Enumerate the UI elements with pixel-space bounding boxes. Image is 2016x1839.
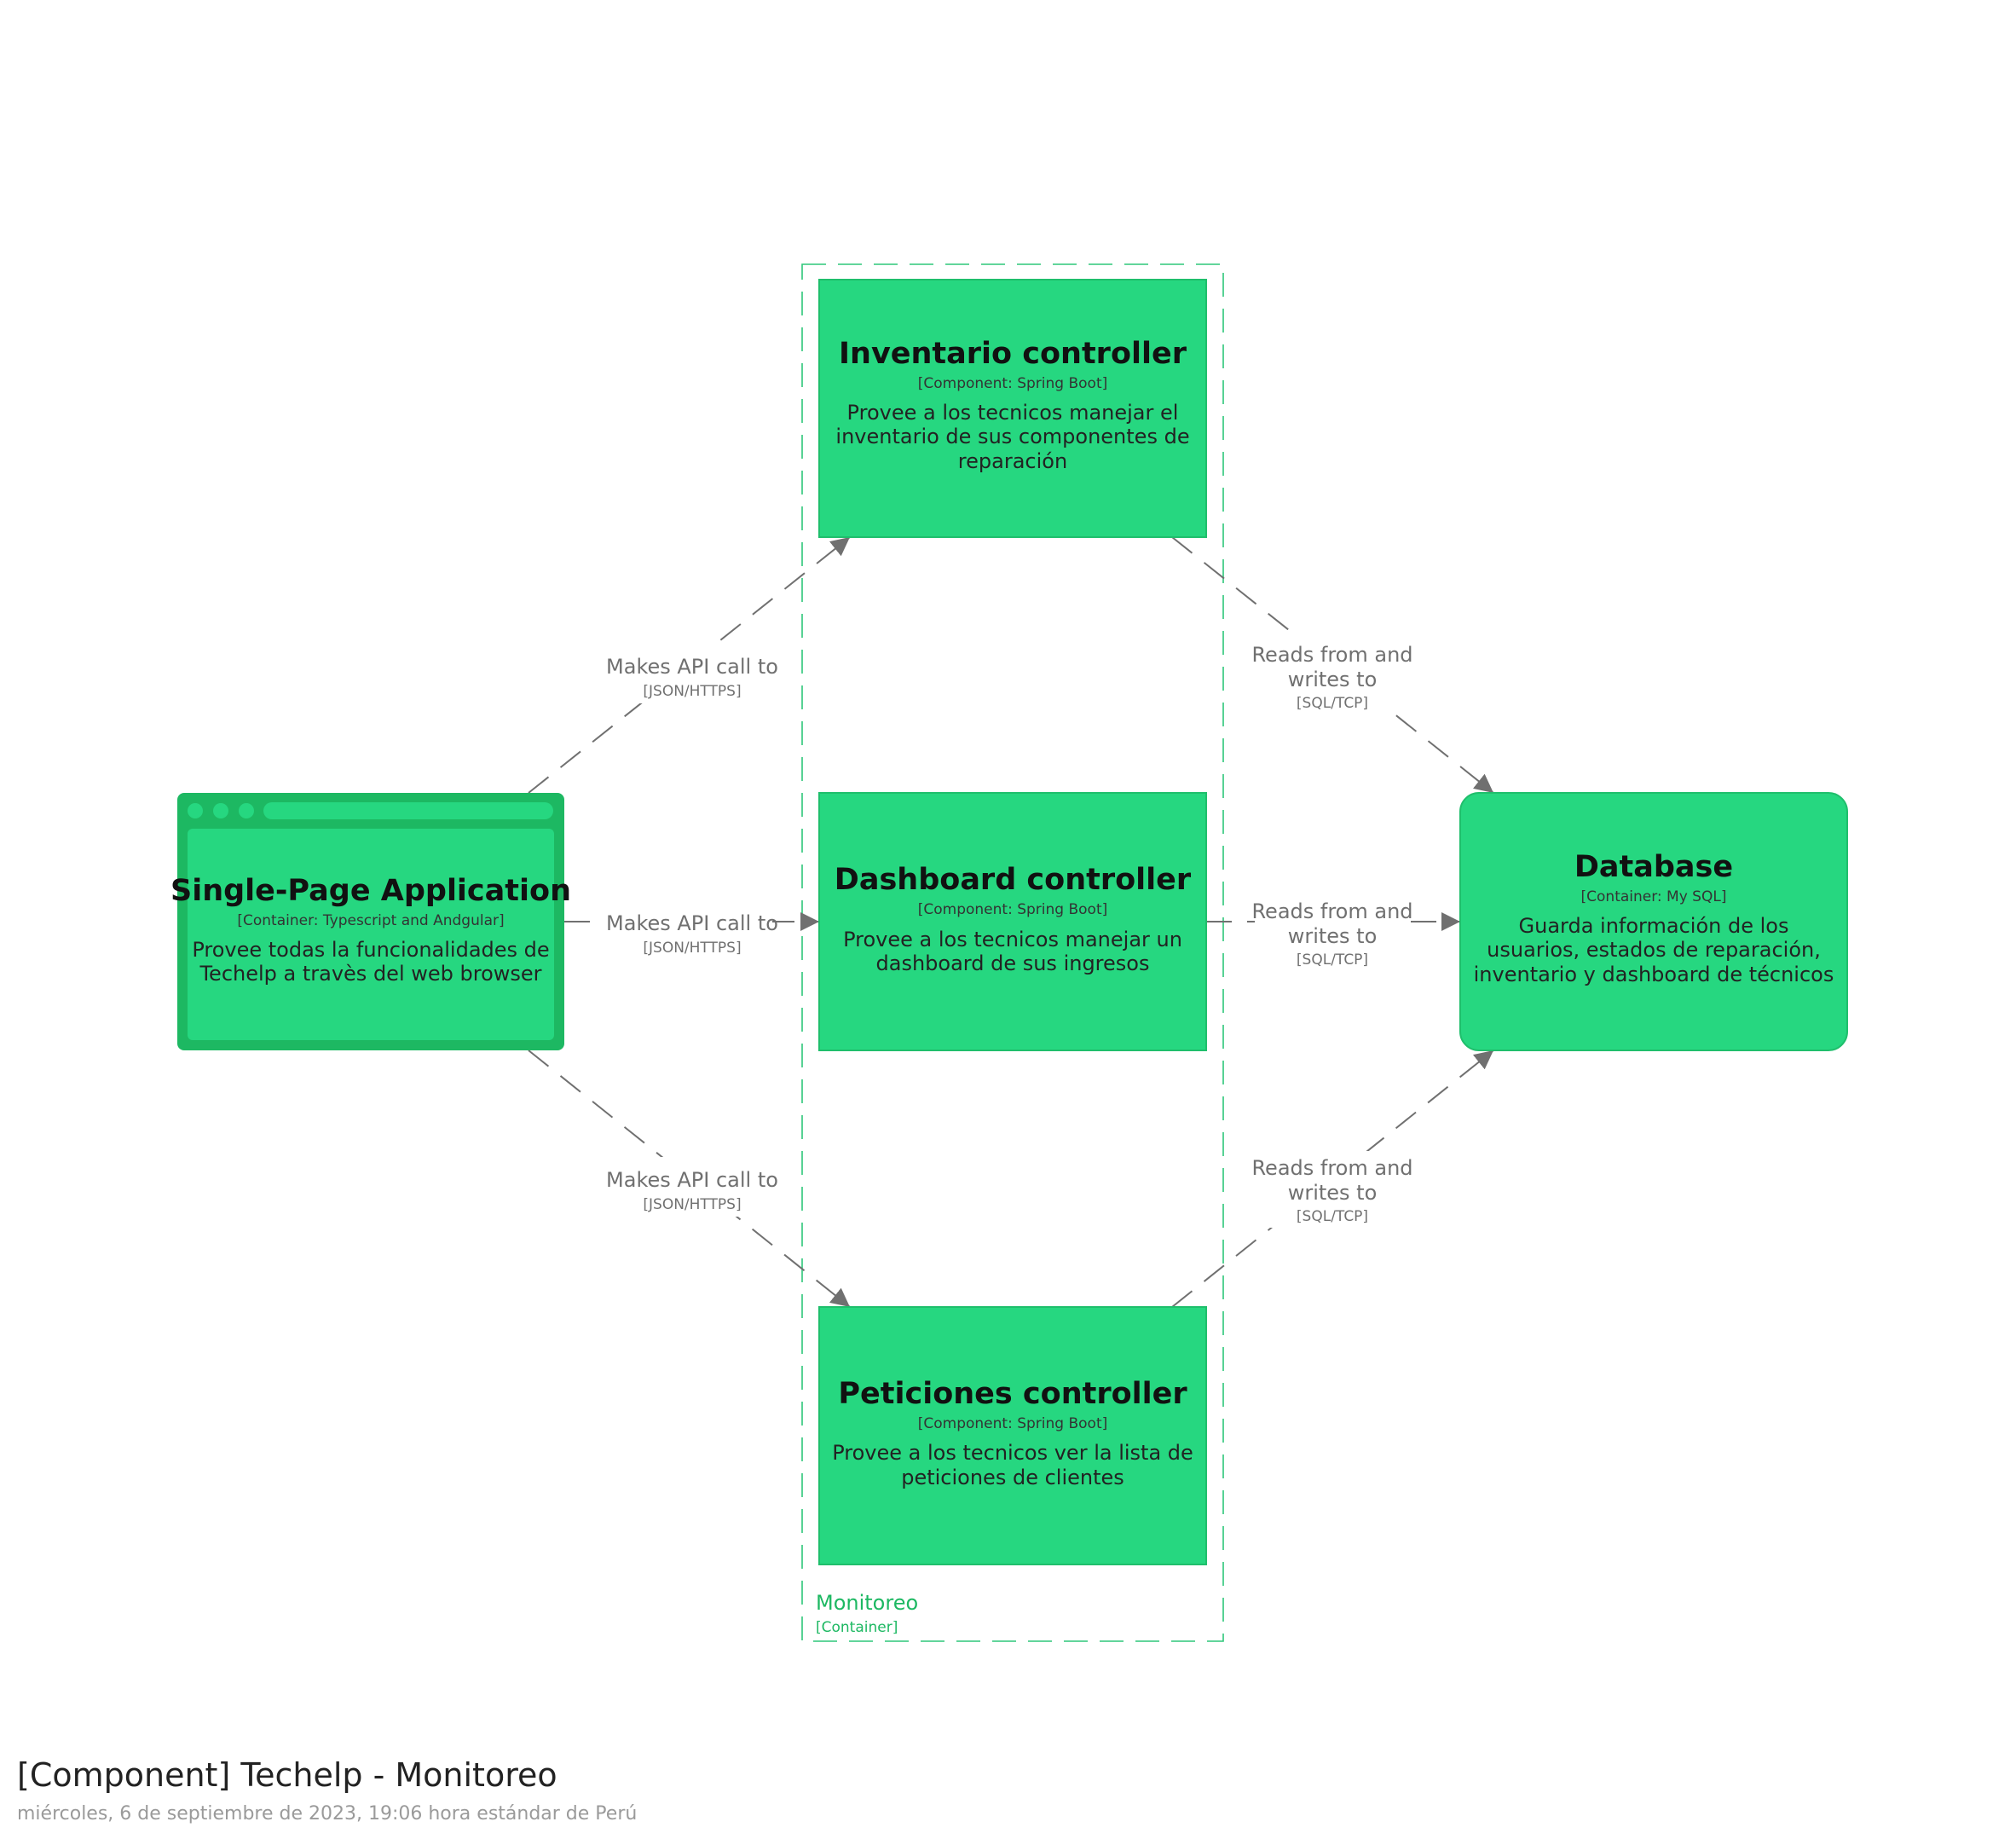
edge-tech: [JSON/HTTPS] xyxy=(643,940,741,957)
peticiones-tech: [Component: Spring Boot] xyxy=(918,1415,1108,1432)
spa-tech: [Container: Typescript and Andgular] xyxy=(237,912,504,929)
component-box xyxy=(818,792,1207,1051)
label-peticiones-database: Reads from and writes to [SQL/TCP] xyxy=(1246,1151,1417,1228)
database-container[interactable]: Database [Container: My SQL] Guarda info… xyxy=(1459,792,1848,1051)
database-description: Guarda información de los xyxy=(1519,914,1789,938)
diagram-date: miércoles, 6 de septiembre de 2023, 19:0… xyxy=(17,1803,638,1825)
boundary-frame xyxy=(801,263,1224,1642)
edge-tech: [JSON/HTTPS] xyxy=(643,683,741,700)
edge-label: Reads from and xyxy=(1251,643,1412,667)
browser-viewport xyxy=(188,829,554,1040)
edge-label: Makes API call to xyxy=(606,655,778,679)
inventario-title: Inventario controller xyxy=(839,337,1187,371)
inventario-description: Provee a los tecnicos manejar el xyxy=(847,401,1179,425)
database-tech: [Container: My SQL] xyxy=(1581,888,1727,905)
edge-label: Makes API call to xyxy=(606,1168,778,1192)
peticiones-controller[interactable]: Peticiones controller [Component: Spring… xyxy=(818,1306,1207,1565)
boundary-type: [Container] xyxy=(816,1619,898,1636)
database-title: Database xyxy=(1574,850,1733,884)
edge-tech: [SQL/TCP] xyxy=(1297,951,1368,969)
spa-description: Techelp a travès del web browser xyxy=(199,962,541,986)
edge-tech: [JSON/HTTPS] xyxy=(643,1196,741,1213)
peticiones-description: Provee a los tecnicos ver la lista de xyxy=(832,1441,1193,1465)
browser-window-icon xyxy=(188,802,553,819)
label-dashboard-database: Reads from and writes to [SQL/TCP] xyxy=(1251,895,1413,972)
inventario-tech: [Component: Spring Boot] xyxy=(918,375,1108,392)
peticiones-title: Peticiones controller xyxy=(838,1377,1187,1411)
diagram-title: [Component] Techelp - Monitoreo xyxy=(17,1756,557,1794)
edge-label: Reads from and xyxy=(1251,1156,1412,1180)
database-box xyxy=(1459,792,1848,1051)
label-spa-dashboard: Makes API call to [JSON/HTTPS] xyxy=(597,900,778,960)
edge-label: writes to xyxy=(1288,668,1378,691)
dashboard-tech: [Component: Spring Boot] xyxy=(918,901,1108,918)
dashboard-description: Provee a los tecnicos manejar un xyxy=(843,928,1182,951)
database-description: usuarios, estados de reparación, xyxy=(1487,938,1821,962)
component-box xyxy=(818,1306,1207,1565)
label-inventario-database: Reads from and writes to [SQL/TCP] xyxy=(1246,638,1417,714)
inventario-controller[interactable]: Inventario controller [Component: Spring… xyxy=(818,279,1207,538)
edge-label: Reads from and xyxy=(1251,899,1412,923)
dashboard-description: dashboard de sus ingresos xyxy=(876,951,1150,975)
dashboard-title: Dashboard controller xyxy=(835,863,1192,897)
spa-description: Provee todas la funcionalidades de xyxy=(192,938,549,962)
inventario-description: reparación xyxy=(958,449,1067,473)
inventario-description: inventario de sus componentes de xyxy=(835,425,1189,448)
boundary-name: Monitoreo xyxy=(816,1591,918,1615)
edge-label: Makes API call to xyxy=(606,911,778,935)
edge-tech: [SQL/TCP] xyxy=(1297,695,1368,712)
dashboard-controller[interactable]: Dashboard controller [Component: Spring … xyxy=(818,792,1207,1051)
spa-title: Single-Page Application xyxy=(170,874,571,908)
edge-label: writes to xyxy=(1288,924,1378,948)
label-spa-inventario: Makes API call to [JSON/HTTPS] xyxy=(597,644,793,703)
spa-container[interactable]: Single-Page Application [Container: Type… xyxy=(170,793,571,1050)
edge-label: writes to xyxy=(1288,1181,1378,1205)
label-spa-peticiones: Makes API call to [JSON/HTTPS] xyxy=(597,1157,793,1217)
database-description: inventario y dashboard de técnicos xyxy=(1474,963,1834,986)
container-boundary-monitoreo: Monitoreo [Container] xyxy=(801,263,1224,1642)
edge-tech: [SQL/TCP] xyxy=(1297,1208,1368,1225)
component-box xyxy=(818,279,1207,538)
relationship-labels: Makes API call to [JSON/HTTPS] Makes API… xyxy=(597,638,1417,1228)
peticiones-description: peticiones de clientes xyxy=(901,1466,1124,1489)
